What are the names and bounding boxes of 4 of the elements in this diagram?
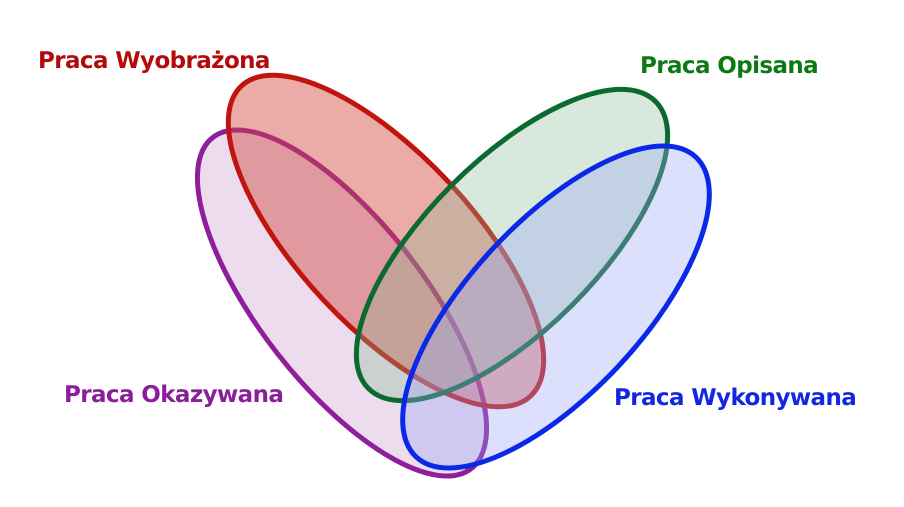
set-label: Praca Opisana [640,53,818,79]
set-label: Praca Okazywana [64,382,284,408]
set-label: Praca Wyobrażona [38,48,270,74]
set-label: Praca Wykonywana [614,385,856,411]
